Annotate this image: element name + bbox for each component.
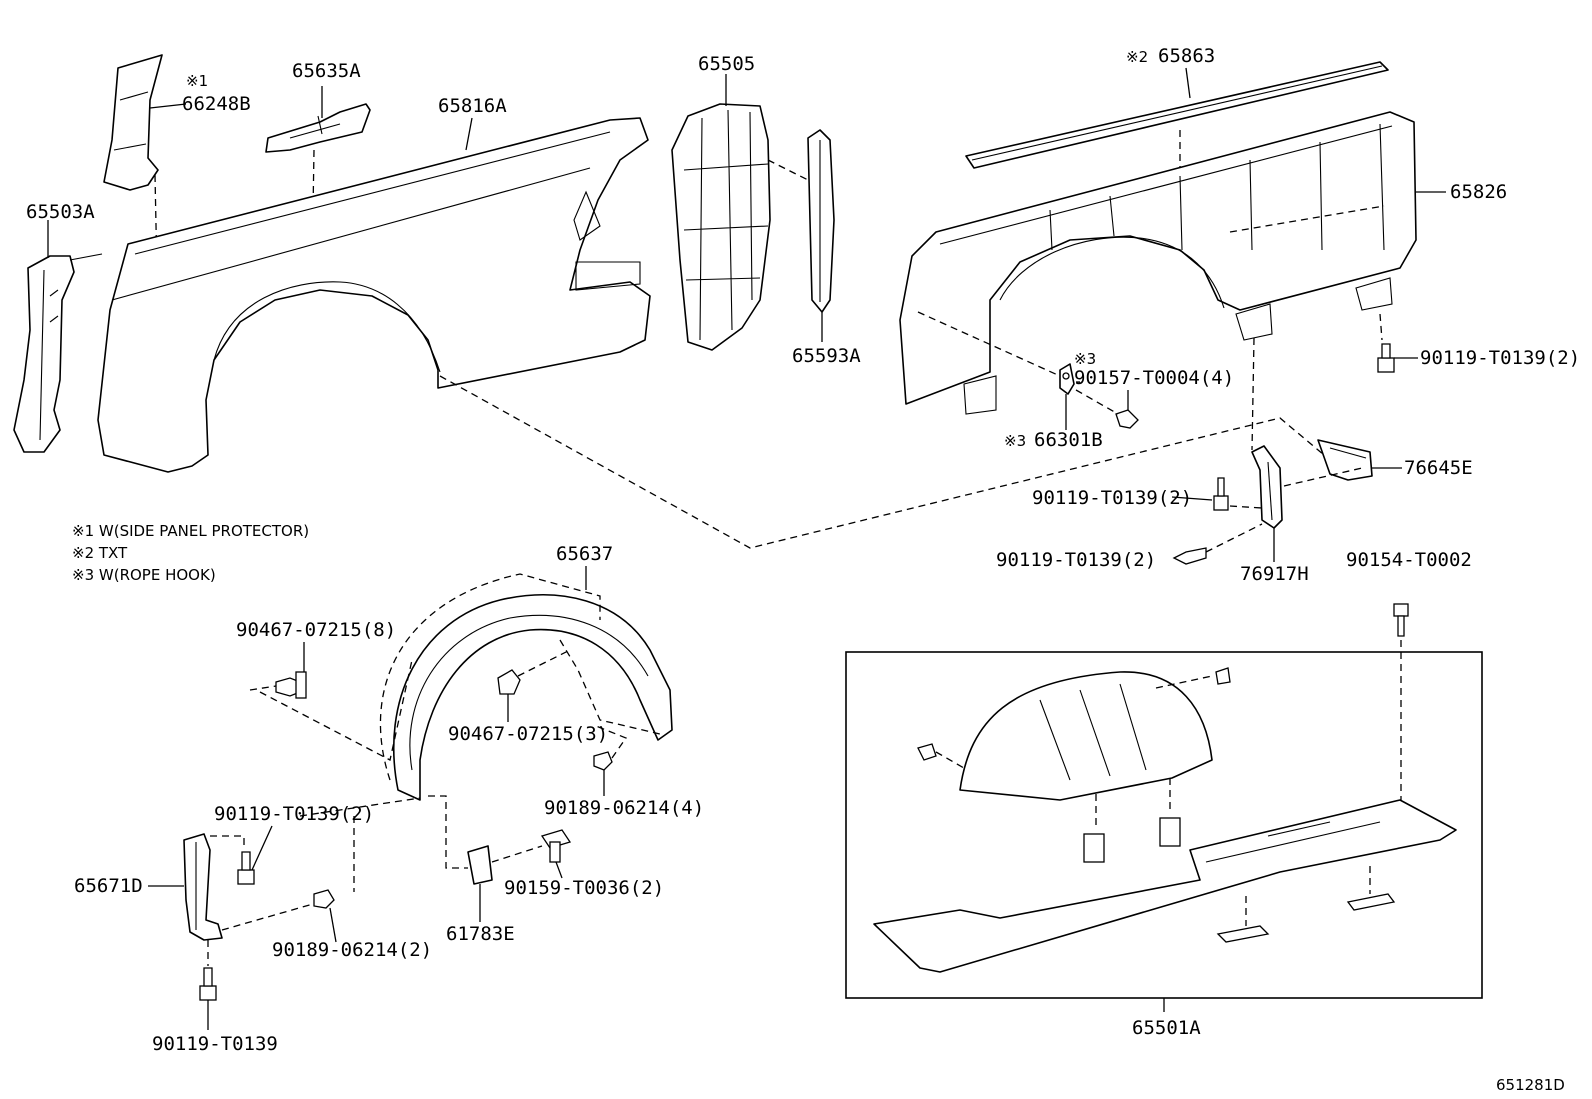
part-61783E-shape bbox=[467, 845, 493, 885]
label-90467-07215-3: 90467-07215(3) bbox=[448, 723, 608, 745]
label-65505: 65505 bbox=[698, 53, 755, 75]
diagram-id: 651281D bbox=[1496, 1076, 1565, 1094]
label-90189-06214-4: 90189-06214(4) bbox=[544, 797, 704, 819]
part-76645E-shape bbox=[1317, 439, 1373, 481]
bolt-90119-T0139-right bbox=[1377, 343, 1395, 373]
label-90119-T0139-2-right: 90119-T0139(2) bbox=[1420, 347, 1580, 369]
bolt-90119-T0139-bottom bbox=[199, 967, 217, 1001]
clip-90189-06214-2 bbox=[313, 889, 335, 909]
part-65637-shape bbox=[392, 594, 673, 801]
label-65637: 65637 bbox=[556, 543, 613, 565]
marker-3-b: ※3 bbox=[1004, 432, 1026, 450]
label-90154-T0002: 90154-T0002 bbox=[1346, 549, 1472, 571]
label-65593A: 65593A bbox=[792, 345, 861, 367]
label-90119-T0139: 90119-T0139 bbox=[152, 1033, 278, 1055]
part-65503A-shape bbox=[13, 253, 103, 453]
bolt-90119-T0139-low bbox=[1172, 547, 1207, 565]
part-66301B-shape bbox=[1059, 363, 1075, 395]
label-65501A: 65501A bbox=[1132, 1017, 1201, 1039]
label-90119-T0139-2-mid: 90119-T0139(2) bbox=[1032, 487, 1192, 509]
label-90119-T0139-2-left: 90119-T0139(2) bbox=[214, 803, 374, 825]
bolt-90119-T0139-left bbox=[237, 851, 255, 885]
label-65671D: 65671D bbox=[74, 875, 143, 897]
note-3: ※3 W(ROPE HOOK) bbox=[72, 566, 216, 584]
label-65635A: 65635A bbox=[292, 60, 361, 82]
label-90189-06214-2: 90189-06214(2) bbox=[272, 939, 432, 961]
bolt-90154-T0002 bbox=[1393, 603, 1409, 637]
part-66248B-shape bbox=[103, 54, 163, 191]
clip-90467-07215-8 bbox=[275, 671, 307, 699]
label-66248B: 66248B bbox=[182, 93, 251, 115]
label-66301B: 66301B bbox=[1034, 429, 1103, 451]
part-65826-shape bbox=[899, 111, 1417, 415]
label-65816A: 65816A bbox=[438, 95, 507, 117]
label-90157-T0004-4: 90157-T0004(4) bbox=[1074, 367, 1234, 389]
label-76917H: 76917H bbox=[1240, 563, 1309, 585]
label-61783E: 61783E bbox=[446, 923, 515, 945]
part-65816A-shape bbox=[97, 117, 651, 473]
clip-90467-07215-3 bbox=[497, 669, 521, 695]
label-90119-T0139-2-low: 90119-T0139(2) bbox=[996, 549, 1156, 571]
marker-2: ※2 bbox=[1126, 48, 1148, 66]
label-65503A: 65503A bbox=[26, 201, 95, 223]
bolt-90159-T0036 bbox=[540, 829, 572, 863]
clip-90189-06214-4 bbox=[593, 751, 613, 771]
part-65671D-shape bbox=[183, 833, 223, 941]
part-65635A-shape bbox=[265, 103, 371, 153]
label-65826: 65826 bbox=[1450, 181, 1507, 203]
part-76917H-shape bbox=[1251, 445, 1283, 529]
part-65501A-shape bbox=[873, 667, 1457, 973]
label-90467-07215-8: 90467-07215(8) bbox=[236, 619, 396, 641]
label-90159-T0036-2: 90159-T0036(2) bbox=[504, 877, 664, 899]
label-65863: 65863 bbox=[1158, 45, 1215, 67]
part-65863-shape bbox=[965, 61, 1389, 169]
marker-3-a: ※3 bbox=[1074, 350, 1096, 368]
part-65505-shape bbox=[671, 103, 771, 351]
screw-90157-T0004 bbox=[1115, 409, 1139, 429]
part-65593A-shape bbox=[807, 129, 835, 313]
bolt-90119-T0139-mid bbox=[1213, 477, 1229, 511]
label-76645E: 76645E bbox=[1404, 457, 1473, 479]
note-2: ※2 TXT bbox=[72, 544, 128, 562]
note-1: ※1 W(SIDE PANEL PROTECTOR) bbox=[72, 522, 309, 540]
marker-1: ※1 bbox=[186, 72, 208, 90]
